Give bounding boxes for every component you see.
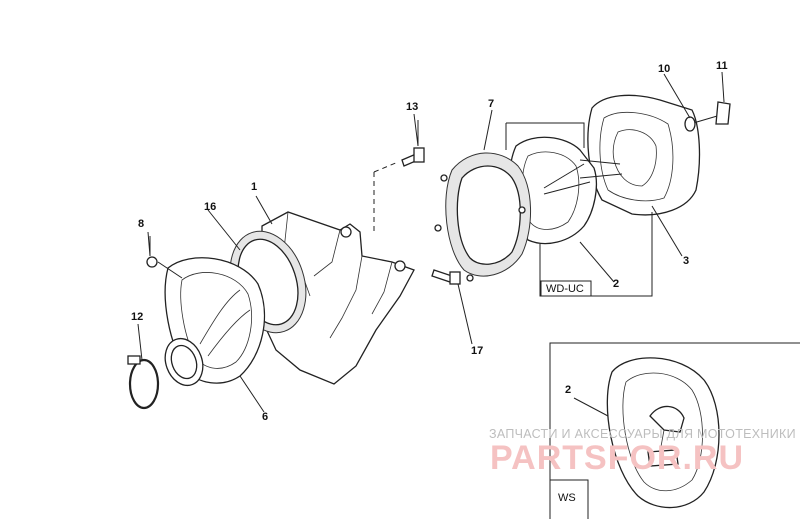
hose-clamp-part-12	[127, 355, 160, 410]
callout-17: 17	[471, 345, 483, 357]
ws-detail-box: WS	[549, 342, 800, 519]
intake-funnel-part-6	[164, 257, 265, 387]
gasket-part-7	[434, 152, 531, 282]
leader-lines	[137, 71, 725, 413]
callout-7: 7	[488, 98, 494, 110]
watermark-brand: PARTSFOR.RU	[490, 439, 744, 477]
callout-2-ws: 2	[565, 384, 571, 396]
watermark-caption: ЗАПЧАСТИ И АКСЕССУАРЫ ДЛЯ МОТОТЕХНИКИ	[489, 427, 796, 441]
callout-3: 3	[683, 255, 689, 267]
callout-13: 13	[406, 101, 418, 113]
watermark: ЗАПЧАСТИ И АКСЕССУАРЫ ДЛЯ МОТОТЕХНИКИ PA…	[489, 427, 796, 477]
ws-label: WS	[558, 492, 576, 504]
callout-11: 11	[716, 60, 728, 72]
screw-part-13	[401, 120, 425, 167]
wd-uc-label-box	[540, 280, 592, 297]
wd-uc-variant-box: WD-UC	[505, 122, 653, 297]
callout-6: 6	[262, 411, 268, 423]
wing-bolt-part-11	[684, 101, 731, 132]
callout-16: 16	[204, 201, 216, 213]
callout-8: 8	[138, 218, 144, 230]
callout-numbers: 1 16 8 12 6 13 7 10 11 3 2 17 2	[131, 60, 728, 423]
callout-2-wd-uc: 2	[613, 278, 619, 290]
air-filter-element-part-3	[587, 94, 701, 216]
ws-cover-part-2	[606, 357, 720, 509]
bolt-part-17	[431, 269, 461, 285]
callout-12: 12	[131, 311, 143, 323]
callout-1: 1	[251, 181, 257, 193]
wd-uc-label: WD-UC	[546, 283, 584, 295]
callout-10: 10	[658, 63, 670, 75]
